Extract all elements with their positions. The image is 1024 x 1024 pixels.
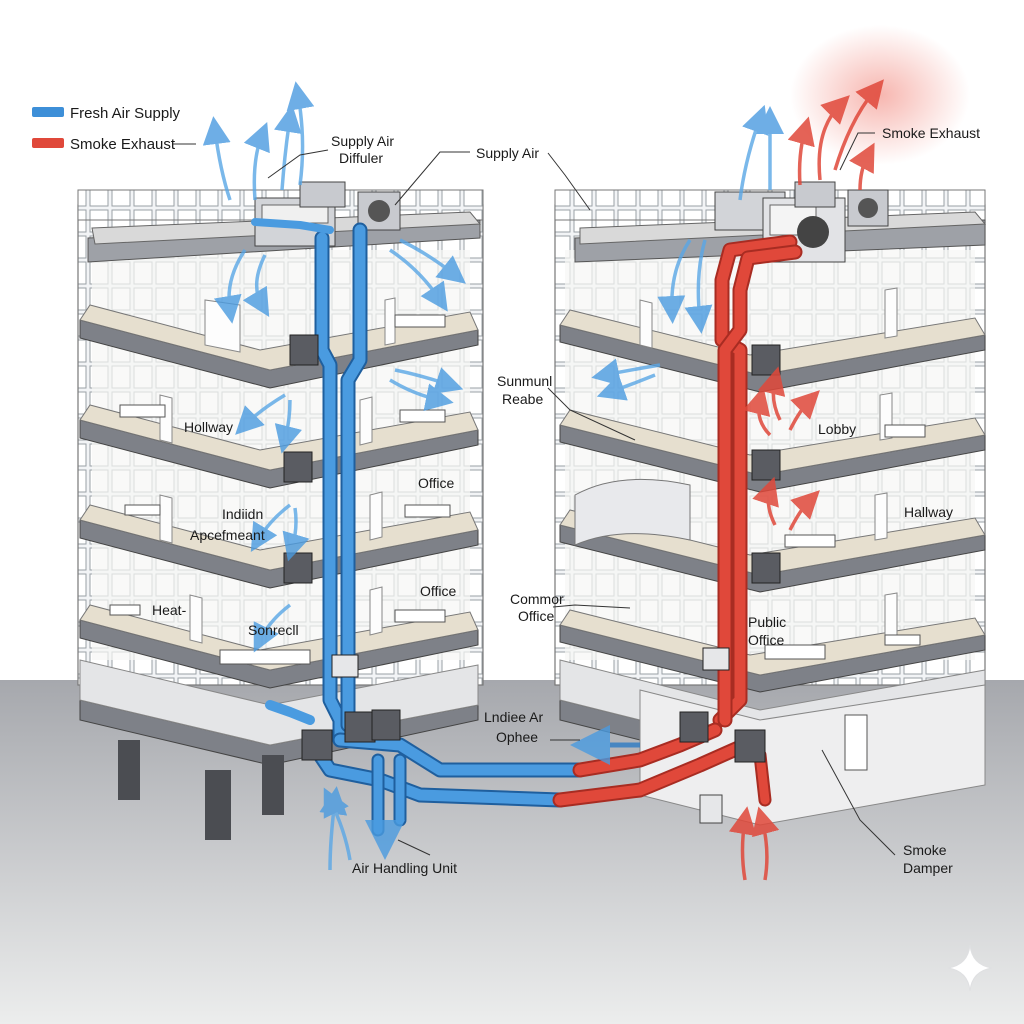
- legend-item-supply: Fresh Air Supply: [32, 105, 181, 122]
- exhaust-plume: [790, 25, 970, 165]
- room-label-office-2: Office: [420, 583, 457, 599]
- air-handling-unit-label: Air Handling Unit: [352, 860, 457, 876]
- intake-label-line2: Ophee: [496, 729, 538, 745]
- room-label-hollway: Hollway: [184, 419, 233, 435]
- legend: Fresh Air Supply Smoke Exhaust: [32, 105, 196, 153]
- smoke-damper-icon: [679, 711, 766, 824]
- leader-lines: [267, 132, 896, 856]
- legend-item-exhaust: Smoke Exhaust: [32, 136, 176, 153]
- legend-label: Smoke Exhaust: [70, 136, 176, 153]
- exhaust-fan-icon: [797, 216, 829, 248]
- exhaust-ductwork: [552, 234, 803, 808]
- legend-label: Fresh Air Supply: [70, 105, 181, 122]
- common-office-label-line1: Commor: [510, 591, 564, 607]
- room-label-lobby: Lobby: [818, 421, 856, 437]
- room-label-hallway: Hallway: [904, 504, 953, 520]
- room-label-apartment: Apcefmeant: [190, 527, 265, 543]
- sunmunl-label-line1: Sunmunl: [497, 373, 552, 389]
- smoke-exhaust-label: Smoke Exhaust: [882, 125, 980, 141]
- right-rooftop-units: [714, 181, 889, 263]
- reabe-label-line2: Reabe: [502, 391, 543, 407]
- intake-label-line1: Lndiee Ar: [484, 709, 543, 725]
- smoke-damper-label-line1: Smoke: [903, 842, 947, 858]
- callouts: Supply Air Diffuler Supply Air Smoke Exh…: [331, 125, 980, 876]
- left-room-labels: Hollway Office Office Indiidn Apcefmeant…: [152, 419, 457, 638]
- room-label-office-1: Office: [418, 475, 455, 491]
- supply-air-diffuser-label-line2: Diffuler: [339, 150, 383, 166]
- room-label-indiidn: Indiidn: [222, 506, 263, 522]
- room-label-public: Public: [748, 614, 786, 630]
- left-rooftop-units: [254, 181, 401, 247]
- air-handling-unit-icon: [301, 709, 401, 761]
- room-label-heat: Heat-: [152, 602, 187, 618]
- room-label-sonrecll: Sonrecll: [248, 622, 299, 638]
- smoke-damper-label-line2: Damper: [903, 860, 953, 876]
- supply-airflow-arrows: [202, 81, 784, 871]
- sparkle-icon: [947, 944, 993, 992]
- supply-air-diffuser-label-line1: Supply Air: [331, 133, 394, 149]
- common-office-label-line2: Office: [518, 608, 555, 624]
- supply-air-label: Supply Air: [476, 145, 539, 161]
- right-room-labels: Lobby Hallway Public Office: [748, 421, 953, 648]
- exhaust-airflow-arrows: [728, 79, 884, 881]
- room-label-office: Office: [748, 632, 785, 648]
